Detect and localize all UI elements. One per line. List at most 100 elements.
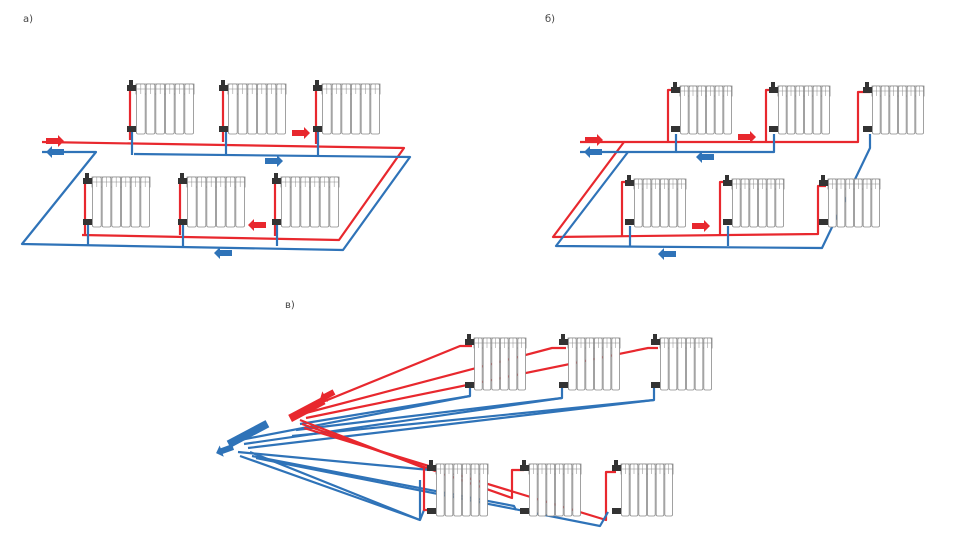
valve-icon	[771, 82, 775, 87]
valve-icon	[221, 80, 225, 85]
valve-icon	[315, 80, 319, 85]
valve-icon	[671, 87, 680, 93]
pipes-layer	[20, 86, 872, 528]
valve-icon	[427, 465, 436, 471]
return-line	[239, 454, 421, 522]
supply-line	[301, 346, 566, 416]
valve-icon	[723, 219, 732, 225]
valve-icon	[561, 334, 565, 339]
valve-icon	[520, 508, 529, 514]
valve-icon	[272, 219, 281, 225]
radiator-icon	[219, 80, 287, 135]
supply-line	[305, 346, 658, 420]
radiator-icon	[465, 334, 527, 391]
valve-icon	[819, 180, 828, 186]
radiator-icon	[612, 460, 674, 517]
return-arrow-icon	[46, 146, 64, 158]
valve-icon	[219, 126, 228, 132]
supply-arrow-icon	[46, 135, 64, 147]
valve-icon	[612, 465, 621, 471]
valve-icon	[219, 85, 228, 91]
valve-icon	[85, 173, 89, 178]
radiator-icon	[625, 175, 687, 228]
radiator-icon	[427, 460, 489, 517]
manifold-icon	[288, 397, 326, 422]
supply-main	[41, 140, 406, 242]
radiator-icon	[559, 334, 621, 391]
valve-icon	[429, 460, 433, 465]
valve-icon	[651, 339, 660, 345]
valve-icon	[129, 80, 133, 85]
arrow-shape	[319, 389, 336, 402]
return-line	[295, 388, 564, 432]
valve-icon	[821, 175, 825, 180]
return-line	[247, 398, 655, 450]
return-arrow-icon	[216, 444, 235, 457]
valve-icon	[769, 87, 778, 93]
valve-icon	[625, 180, 634, 186]
valve-icon	[83, 178, 92, 184]
return-main	[554, 134, 872, 250]
valve-icon	[725, 175, 729, 180]
return-arrow-icon	[265, 155, 283, 167]
valve-icon	[863, 87, 872, 93]
valve-icon	[614, 460, 618, 465]
valve-icon	[522, 460, 526, 465]
panel-label-c: в)	[285, 300, 295, 311]
return-riser	[676, 134, 776, 154]
return-line	[237, 450, 431, 472]
radiator-icon	[651, 334, 713, 391]
supply-arrow-icon	[585, 134, 603, 146]
valve-icon	[520, 465, 529, 471]
return-main	[20, 150, 412, 252]
valve-icon	[127, 85, 136, 91]
valve-icon	[313, 126, 322, 132]
valve-icon	[627, 175, 631, 180]
return-arrow-icon	[658, 248, 676, 260]
valve-icon	[559, 339, 568, 345]
valve-icon	[723, 180, 732, 186]
valve-icon	[178, 219, 187, 225]
valve-icon	[651, 382, 660, 388]
panel-label-a: а)	[23, 14, 34, 25]
supply-line	[301, 422, 524, 500]
radiator-icon	[671, 82, 733, 135]
arrows-layer	[46, 127, 756, 457]
valve-icon	[313, 85, 322, 91]
valve-icon	[180, 173, 184, 178]
radiator-icon	[127, 80, 195, 135]
valve-icon	[769, 126, 778, 132]
supply-arrow-icon	[248, 219, 266, 231]
return-arrow-icon	[584, 146, 602, 158]
supply-arrow-icon	[692, 220, 710, 232]
valve-icon	[427, 508, 436, 514]
supply-arrow-icon	[738, 131, 756, 143]
supply-main	[551, 140, 826, 239]
arrow-shape	[216, 444, 235, 457]
valve-icon	[467, 334, 471, 339]
valve-icon	[819, 219, 828, 225]
valve-icon	[865, 82, 869, 87]
radiator-icon	[769, 82, 831, 135]
radiator-icon	[83, 173, 151, 228]
radiators-layer	[83, 80, 925, 517]
valve-icon	[863, 126, 872, 132]
valve-icon	[83, 219, 92, 225]
valve-icon	[653, 334, 657, 339]
valve-icon	[625, 219, 634, 225]
return-line	[255, 456, 609, 528]
valve-icon	[671, 126, 680, 132]
valve-icon	[178, 178, 187, 184]
supply-line	[297, 344, 472, 414]
supply-arrow-icon	[319, 389, 336, 402]
valve-icon	[559, 382, 568, 388]
manifold-icon	[226, 420, 270, 448]
radiator-icon	[863, 82, 925, 135]
valve-icon	[465, 339, 474, 345]
return-line	[239, 394, 471, 442]
supply-arrow-icon	[292, 127, 310, 139]
return-line	[243, 396, 563, 446]
radiator-icon	[819, 175, 881, 228]
radiator-icon	[178, 173, 246, 228]
